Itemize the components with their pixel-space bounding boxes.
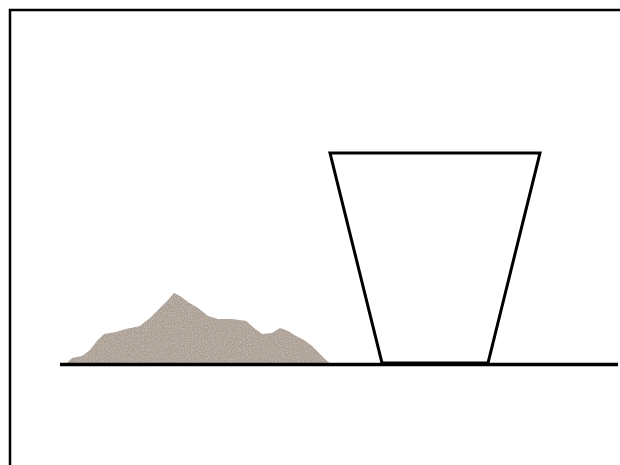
frame-border [10,10,620,465]
soil-pile [66,293,332,365]
flower-pot [330,153,540,363]
